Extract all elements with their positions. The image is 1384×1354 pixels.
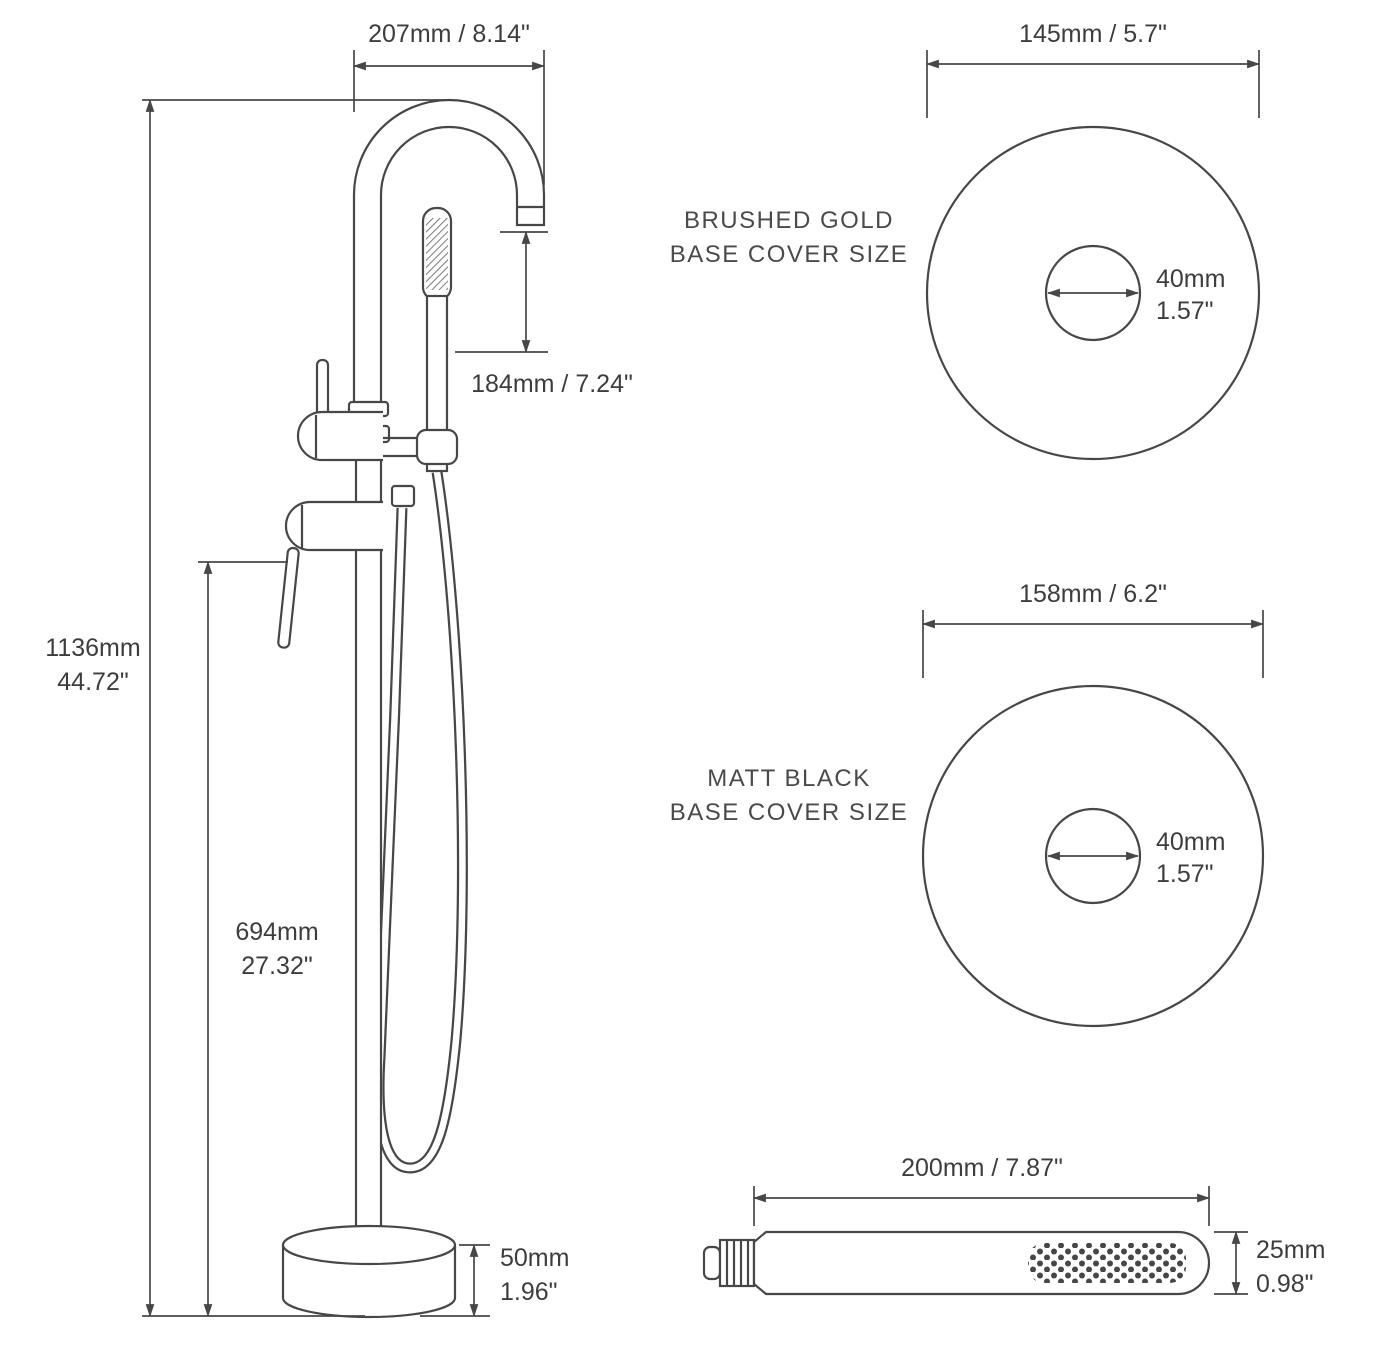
gold-cover-hole-label-mm: 40mm [1156,265,1225,293]
gold-base-cover: 145mm / 5.7" 40mm 1.57" BRUSHED GOLD BAS… [670,20,1261,461]
hand-shower-spray-holes [1028,1243,1186,1283]
tub-filler-drawing [277,98,546,1319]
hand-shower-inlet-cap [702,1245,722,1281]
column-height-label-mm: 694mm [235,918,318,946]
black-cover-outer-circle [921,684,1265,1028]
base-height-label-mm: 50mm [500,1244,569,1272]
gold-cover-diameter-label: 145mm / 5.7" [1019,20,1167,48]
gold-cover-outer-circle [925,125,1261,461]
hand-shower-hatch [426,218,448,290]
gold-cover-hole-label-in: 1.57" [1156,297,1214,325]
tub-filler-dimensions: 207mm / 8.14" 184mm / 7.24" 1136mm 44.72… [45,20,633,1318]
cross-handle-upper [296,358,383,462]
lower-lever [277,546,300,649]
gold-cover-title-line2: BASE COVER SIZE [670,241,909,268]
hand-shower-side-view: 200mm / 7.87" 25mm 0.98" [702,1154,1325,1298]
cross-handle-lower [277,500,383,649]
hand-shower-cradle [415,428,459,466]
black-cover-hole-label-in: 1.57" [1156,860,1214,888]
hand-shower-wand [383,206,459,508]
black-cover-title-line2: BASE COVER SIZE [670,799,909,826]
shower-hose [373,471,468,1174]
total-height-label-in: 44.72" [57,668,128,696]
total-height-label-mm: 1136mm [45,634,140,662]
black-cover-diameter-label: 158mm / 6.2" [1019,580,1167,608]
black-base-cover: 158mm / 6.2" 40mm 1.57" MATT BLACK BASE … [670,580,1265,1028]
round-base [281,1224,457,1319]
hand-shower-diameter-label-in: 0.98" [1256,1270,1314,1298]
black-cover-title-line1: MATT BLACK [707,765,870,792]
spout-width-label: 207mm / 8.14" [368,20,530,48]
gold-cover-title-line1: BRUSHED GOLD [684,207,894,234]
hand-shower-diameter-label-mm: 25mm [1256,1236,1325,1264]
gold-cover-inner-circle [1044,244,1142,342]
hand-shower-handle [425,294,449,473]
hand-shower-length-label: 200mm / 7.87" [901,1154,1063,1182]
base-height-label-in: 1.96" [500,1278,558,1306]
spout-height-label: 184mm / 7.24" [471,370,633,398]
upper-lever [315,358,330,418]
column-height-label-in: 27.32" [241,952,312,980]
black-cover-hole-label-mm: 40mm [1156,828,1225,856]
hose-connector-nut [390,484,416,508]
black-cover-inner-circle [1044,807,1142,905]
